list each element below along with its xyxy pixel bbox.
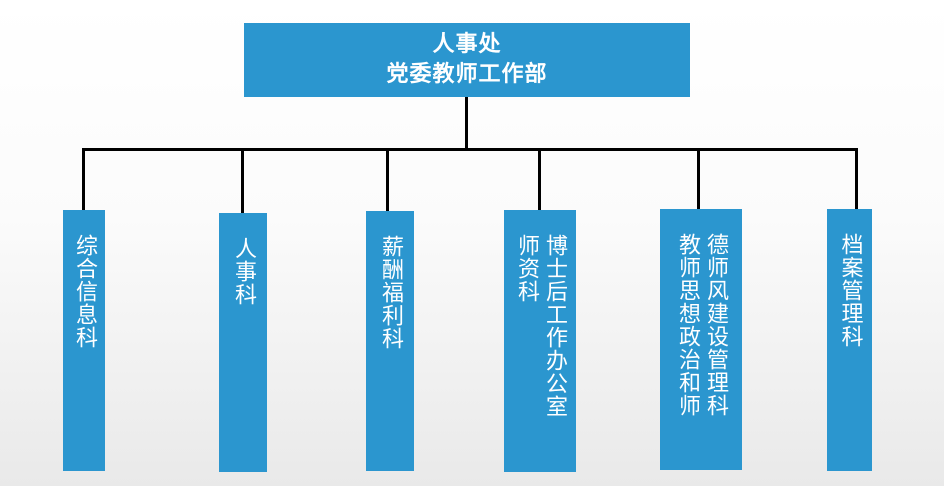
root-stem-line <box>465 97 468 149</box>
child-node-salary-welfare: 薪酬福利科 <box>366 211 414 471</box>
child-node-general-info: 综合信息科 <box>63 210 105 471</box>
child-node-label: 教师思想政治和师 <box>675 233 700 417</box>
child-node-postdoc-faculty: 博士后工作办公室 师资科 <box>504 210 576 472</box>
child-node-archives: 档案管理科 <box>827 209 872 471</box>
branch-line-4 <box>538 148 541 211</box>
child-node-label: 人事科 <box>231 237 256 306</box>
root-node-title: 人事处 <box>432 32 502 57</box>
child-node-label: 师资科 <box>514 234 539 303</box>
branch-line-1 <box>82 148 85 211</box>
branch-line-5 <box>697 148 700 210</box>
horizontal-bus-line <box>82 148 857 151</box>
child-node-ethics-politics: 德师风建设管理科 教师思想政治和师 <box>660 209 742 470</box>
child-node-label: 博士后工作办公室 <box>542 234 567 418</box>
branch-line-3 <box>386 148 389 212</box>
child-node-label: 薪酬福利科 <box>378 235 403 350</box>
branch-line-2 <box>241 148 244 214</box>
child-node-label: 档案管理科 <box>837 233 863 348</box>
root-node-subtitle: 党委教师工作部 <box>386 62 548 87</box>
child-node-label: 综合信息科 <box>72 234 97 349</box>
child-node-label: 德师风建设管理科 <box>703 233 728 417</box>
root-node-box: 人事处 党委教师工作部 <box>244 23 690 97</box>
branch-line-6 <box>855 148 858 210</box>
child-node-personnel: 人事科 <box>219 213 267 472</box>
